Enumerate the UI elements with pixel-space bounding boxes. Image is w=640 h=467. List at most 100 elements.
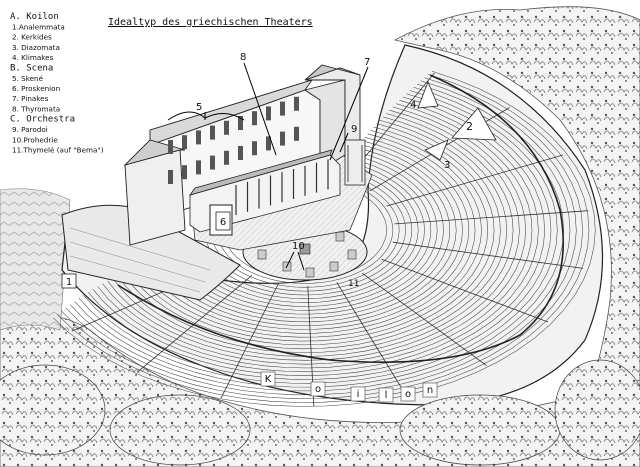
seat-row <box>83 93 552 380</box>
seat-row <box>200 168 413 296</box>
seat-row <box>102 106 526 365</box>
legend-item: 5. Skené <box>12 74 44 83</box>
seat-row <box>78 90 558 384</box>
callout-4: 4 <box>410 100 416 111</box>
koilon-letter-text: o <box>315 384 321 395</box>
koilon-letter-box <box>310 381 326 397</box>
legend-item: 2. Kerkides <box>12 33 52 42</box>
legend-item: 9. Parodoi <box>12 125 48 134</box>
seat-row <box>57 74 590 403</box>
skene-window <box>182 135 187 150</box>
klimax-stair <box>362 272 487 367</box>
seat-row <box>194 164 419 300</box>
koilon-letter: i <box>350 386 366 402</box>
foreground-bushes <box>0 359 640 466</box>
callout-5: 5 <box>196 102 202 113</box>
seat-row <box>92 100 539 373</box>
klimax-stair <box>392 241 584 269</box>
seat-row <box>149 137 470 330</box>
legend-item: 3. Diazomata <box>12 43 60 52</box>
koilon-letter-box <box>400 386 416 402</box>
skene-window <box>196 160 201 175</box>
callout-6: 6 <box>215 211 231 231</box>
skene-window <box>182 165 187 180</box>
skene-window <box>266 136 271 151</box>
klimax-stair <box>336 282 406 395</box>
koilon-letter-text: n <box>427 385 433 396</box>
leader-lines <box>167 62 369 271</box>
seat-row <box>69 83 571 392</box>
koilon-letter-box <box>422 382 438 398</box>
skene-window <box>224 120 229 135</box>
skene-window <box>196 130 201 145</box>
thymele-altar <box>299 243 311 255</box>
proskenion-columns <box>235 159 329 215</box>
koilon-letter: K <box>260 371 276 387</box>
koilon-letter: l <box>378 387 394 403</box>
koilon-letter-text: l <box>385 390 388 401</box>
skene-window <box>294 96 299 111</box>
analemma-courses <box>69 227 211 293</box>
skene-window <box>294 126 299 141</box>
seat-row <box>117 116 508 353</box>
seat-row <box>133 126 489 342</box>
seat-row <box>212 175 400 288</box>
skene-window <box>280 131 285 146</box>
legend-item: 6. Proskenion <box>12 84 60 93</box>
skene-window <box>238 146 243 160</box>
callout-2: 2 <box>466 120 473 133</box>
skene-window <box>210 125 215 140</box>
skene-window <box>210 155 215 170</box>
koilon-letter-text: K <box>265 374 272 385</box>
koilon-letter-box <box>260 371 276 387</box>
seat-row <box>107 109 520 361</box>
koilon-letter-text: i <box>357 389 360 400</box>
klimax-stair <box>394 210 589 225</box>
callout-6-text: 6 <box>220 217 226 228</box>
seat-row <box>206 171 406 292</box>
koilon-letter-text: o <box>405 389 411 400</box>
seat-row <box>74 87 564 388</box>
seat-row <box>218 179 394 284</box>
koilon-letter-box <box>350 386 366 402</box>
seat-row <box>143 133 476 334</box>
skene-window <box>168 170 173 184</box>
callout-11: 11 <box>348 279 359 289</box>
koilon-letter: o <box>400 386 416 402</box>
diazoma <box>117 74 564 363</box>
seat-row <box>160 143 457 323</box>
klimax-stair <box>386 154 564 207</box>
skene-window <box>266 106 271 121</box>
skene-window <box>252 111 257 126</box>
legend-item: 4. Klimakes <box>12 53 54 62</box>
klimax-stair <box>220 283 279 399</box>
legend-item: 11.Thymelé (auf "Bema") <box>12 146 104 155</box>
callout-3: 3 <box>444 160 450 171</box>
skene-windows <box>168 96 299 184</box>
callout-7: 7 <box>364 57 370 68</box>
parodos-gate-right <box>344 139 366 186</box>
callout-8: 8 <box>240 52 246 63</box>
callout-10: 10 <box>292 241 305 252</box>
seat-row <box>171 150 444 315</box>
seat-row <box>88 96 545 376</box>
seat-row <box>166 147 451 319</box>
legend-section-header: C. Orchestra <box>10 115 75 125</box>
koilon-letter: o <box>310 381 326 397</box>
skene-window <box>238 116 243 130</box>
legend-item: 8. Thyromata <box>12 104 60 113</box>
callout-labels: 1 2 3 4 5 6 7 8 9 10 11 <box>61 52 473 289</box>
klimax-stair <box>381 258 549 323</box>
left-hill <box>0 188 71 331</box>
skene-window <box>224 150 229 165</box>
legend-section-header: A. Koilon <box>10 12 59 22</box>
seat-row <box>122 120 501 350</box>
seat-row <box>224 182 387 280</box>
seat-row <box>127 123 495 346</box>
koilon-letter: n <box>422 382 438 398</box>
koilon-word: Ko i l o n <box>260 371 438 403</box>
skene-window <box>280 101 285 116</box>
legend-item: 7. Pinakes <box>12 94 49 103</box>
callout-1: 1 <box>61 273 77 289</box>
